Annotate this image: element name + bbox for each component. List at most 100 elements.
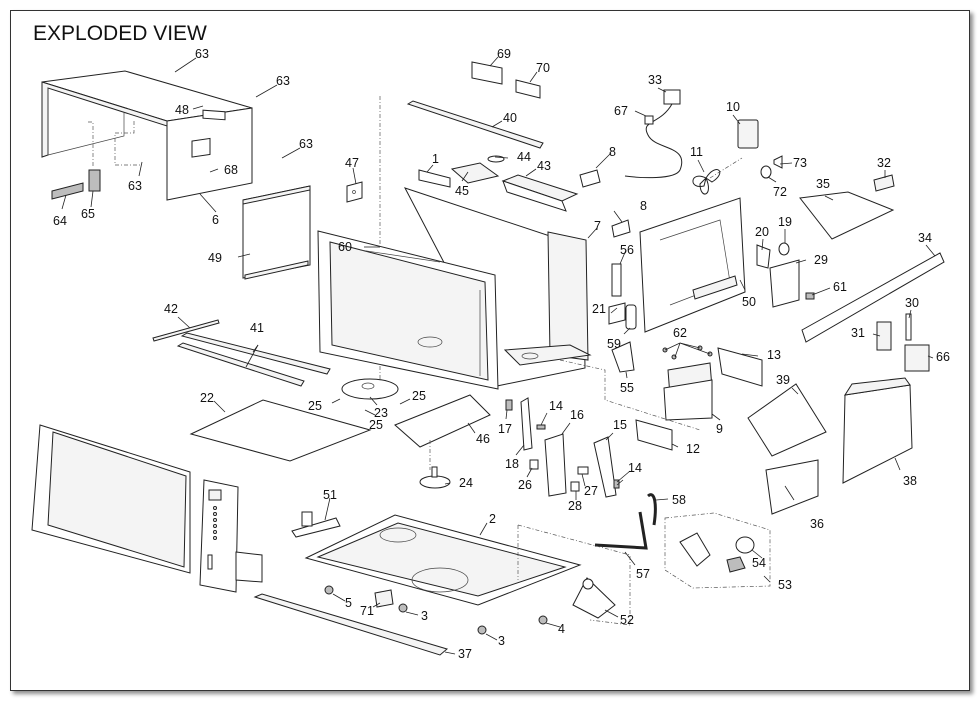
callout-37: 37: [458, 647, 472, 661]
callout-63: 63: [128, 179, 142, 193]
part-67-power-cord: [624, 103, 683, 179]
callout-56: 56: [620, 243, 634, 257]
callout-7: 7: [594, 219, 601, 233]
callout-43: 43: [537, 159, 551, 173]
callout-45: 45: [455, 184, 469, 198]
part-37-trim: [253, 593, 449, 656]
leader-lines: [61, 56, 936, 655]
part-19-lamp: [778, 242, 790, 256]
part-36-inverter: [765, 459, 819, 515]
callout-22: 22: [200, 391, 214, 405]
callout-20: 20: [755, 225, 769, 239]
callout-40: 40: [503, 111, 517, 125]
callout-36: 36: [810, 517, 824, 531]
callout-72: 72: [773, 185, 787, 199]
part-5-foot: [324, 585, 334, 595]
callout-29: 29: [814, 253, 828, 267]
callout-66: 66: [936, 350, 950, 364]
part-39-duct: [747, 383, 827, 457]
part-2-base: [304, 514, 582, 606]
callout-64: 64: [53, 214, 67, 228]
callout-18: 18: [505, 457, 519, 471]
callout-8: 8: [609, 145, 616, 159]
part-16-interlock-bracket: [544, 433, 567, 497]
part-59-capacitor: [625, 304, 637, 330]
callout-24: 24: [459, 476, 473, 490]
part-28-switch: [570, 481, 580, 492]
part-8-bracket-a: [579, 169, 601, 188]
part-18-hook: [520, 397, 533, 451]
part-20-lamp-bracket: [756, 244, 771, 269]
callout-25: 25: [308, 399, 322, 413]
part-53-assembly: [664, 512, 771, 589]
part-64-strip: [51, 182, 84, 200]
callout-55: 55: [620, 381, 634, 395]
callout-70: 70: [536, 61, 550, 75]
part-62-screws: [662, 345, 713, 360]
part-21-label: [608, 302, 626, 325]
part-33-plug: [663, 89, 681, 105]
part-47-bracket: [346, 181, 363, 203]
part-12-cover: [635, 419, 673, 451]
callout-12: 12: [686, 442, 700, 456]
part-50-back-panel: [639, 197, 746, 333]
part-27-switch: [577, 466, 589, 475]
callout-1: 1: [432, 152, 439, 166]
callout-42: 42: [164, 302, 178, 316]
callout-41: 41: [250, 321, 264, 335]
part-45-plate: [450, 162, 500, 184]
callout-39: 39: [776, 373, 790, 387]
callout-21: 21: [592, 302, 606, 316]
callout-25: 25: [412, 389, 426, 403]
part-13-bracket: [717, 347, 763, 387]
part-70-label: [515, 79, 541, 99]
callout-54: 54: [752, 556, 766, 570]
part-66-cover: [904, 344, 930, 372]
callout-61: 61: [833, 280, 847, 294]
diagram-title: EXPLODED VIEW: [33, 22, 207, 45]
callout-46: 46: [476, 432, 490, 446]
part-29-cover: [769, 259, 800, 308]
part-35-plate: [799, 191, 895, 240]
callout-11: 11: [690, 145, 703, 159]
callout-8: 8: [640, 199, 647, 213]
callout-3: 3: [498, 634, 505, 648]
callout-69: 69: [497, 47, 511, 61]
part-22-tray: [189, 399, 372, 462]
part-41-rods: [176, 332, 331, 387]
callout-2: 2: [489, 512, 496, 526]
part-11-fan-blade: [692, 169, 721, 195]
part-14-spring-a: [536, 424, 546, 430]
part-door: [31, 424, 191, 574]
part-38-base-plate: [842, 377, 913, 484]
part-57-tube: [594, 511, 648, 550]
part-72-lamp: [760, 165, 772, 179]
part-55-diode: [611, 341, 635, 373]
part-40-heater: [406, 100, 544, 149]
callout-38: 38: [903, 474, 917, 488]
callout-53: 53: [778, 578, 792, 592]
part-32-fuse-holder: [873, 174, 895, 192]
callout-25: 25: [369, 418, 383, 432]
callout-73: 73: [793, 156, 807, 170]
callout-9: 9: [716, 422, 723, 436]
callout-16: 16: [570, 408, 584, 422]
callout-26: 26: [518, 478, 532, 492]
callout-6: 6: [212, 213, 219, 227]
part-60-cavity: [317, 187, 592, 390]
part-51-hinge: [291, 511, 341, 538]
part-71-clip: [374, 589, 394, 608]
part-14-spring-b: [613, 479, 620, 489]
part-49-panel: [242, 185, 311, 280]
callout-23: 23: [374, 406, 388, 420]
part-69-label: [471, 61, 503, 85]
callout-32: 32: [877, 156, 891, 170]
callout-68: 68: [224, 163, 238, 177]
part-3-foot-a: [398, 603, 408, 613]
callout-63: 63: [195, 47, 209, 61]
callout-52: 52: [620, 613, 634, 627]
part-52-bracket: [572, 577, 616, 619]
part-42-rod: [152, 319, 220, 342]
callout-65: 65: [81, 207, 95, 221]
callout-13: 13: [767, 348, 781, 362]
